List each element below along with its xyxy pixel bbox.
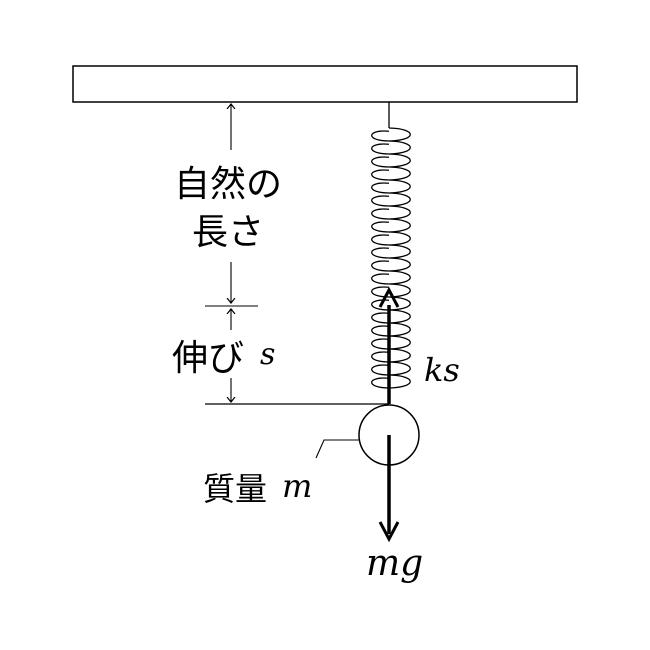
mass-label: 質量 <box>203 470 267 508</box>
gravity-force-arrow <box>378 435 400 543</box>
ceiling-bar <box>72 65 578 103</box>
gravity-force-label: mg <box>366 543 423 584</box>
spring-force-label: ks <box>424 351 460 389</box>
mass-symbol: m <box>282 467 312 505</box>
natural-length-dimension <box>205 104 258 307</box>
natural-length-label-line1: 自然の <box>174 164 282 205</box>
spring <box>371 102 411 404</box>
mass-leader-line <box>315 439 360 459</box>
natural-length-label-line2: 長さ <box>192 212 264 253</box>
extension-label: 伸び <box>172 338 244 379</box>
spring-force-arrow <box>378 286 400 404</box>
extension-symbol: s <box>260 337 275 372</box>
